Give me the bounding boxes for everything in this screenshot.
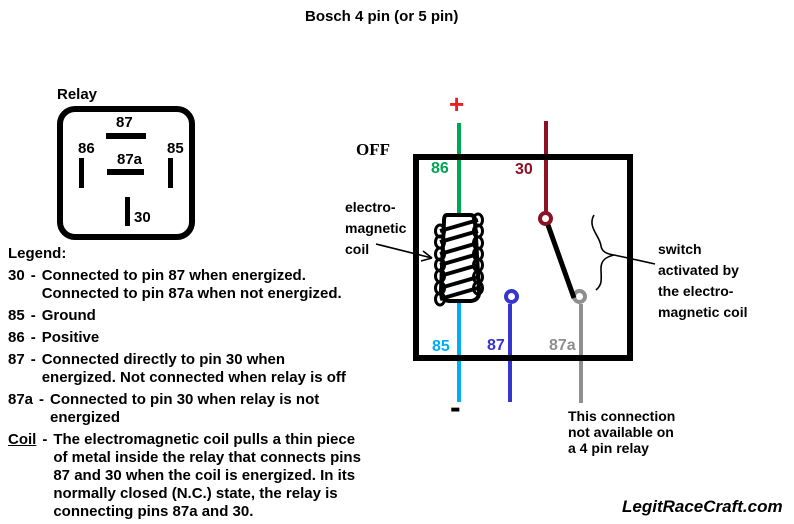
wire-86-positive [457, 123, 461, 215]
legend-item-dash: - [42, 431, 48, 448]
legend-item-85: 85 - Ground [8, 307, 428, 325]
plus-sign: + [449, 89, 465, 119]
schematic-pin-85-label: 85 [432, 338, 450, 355]
legend-item-30: 30 - Connected to pin 87 when energized.… [8, 267, 428, 303]
legend-item-text: Positive [41, 329, 100, 346]
legend-heading: Legend: [8, 245, 67, 262]
schematic-pin-87-label: 87 [487, 337, 505, 354]
switch-note: switch activated by the electro- magneti… [658, 241, 748, 320]
relay-body-box [413, 154, 633, 361]
connection-note: This connection not available on a 4 pin… [568, 408, 676, 456]
pinout-pin-87a-label: 87a [117, 151, 143, 168]
pinout-pin-87-label: 87 [116, 114, 133, 131]
legend-item-87a: 87a - Connected to pin 30 when relay is … [8, 391, 428, 427]
schematic-pin-30-label: 30 [515, 161, 533, 178]
legend-item-text: The electromagnetic coil pulls a thin pi… [53, 431, 361, 520]
pinout-pin-86-blade [79, 158, 84, 188]
minus-sign: - [450, 389, 461, 425]
relay-pinout-box [57, 106, 195, 240]
pinout-pin-30-label: 30 [134, 209, 151, 226]
legend-item-label: 85 [8, 307, 25, 324]
legend-item-dash: - [30, 351, 36, 368]
wire-87a-output [579, 304, 583, 403]
pinout-pin-85-blade [168, 158, 173, 188]
legend-item-text: Connected to pin 30 when relay is not en… [50, 391, 320, 426]
legend-item-86: 86 - Positive [8, 329, 428, 347]
legend: Legend: 30 - Connected to pin 87 when en… [8, 245, 428, 524]
legend-item-label: Coil [8, 431, 37, 448]
legend-item-dash: - [30, 329, 36, 346]
legend-item-coil: Coil - The electromagnetic coil pulls a … [8, 431, 428, 521]
pinout-pin-86-label: 86 [78, 140, 95, 157]
legend-item-label: 86 [8, 329, 25, 346]
pinout-pin-87a-blade [107, 169, 144, 175]
wire-87-output [508, 304, 512, 402]
brand-watermark: LegitRaceCraft.com [622, 497, 783, 516]
legend-item-text: Ground [41, 307, 96, 324]
legend-item-label: 30 [8, 267, 25, 284]
legend-item-dash: - [30, 307, 36, 324]
legend-item-label: 87 [8, 351, 25, 368]
schematic-pin-87a-label: 87a [549, 337, 576, 354]
legend-item-text: Connected to pin 87 when energized. Conn… [41, 267, 342, 302]
relay-state-label: OFF [356, 140, 390, 159]
page-title: Bosch 4 pin (or 5 pin) [305, 8, 459, 25]
relay-pinout-label: Relay [57, 86, 98, 103]
legend-item-text: Connected directly to pin 30 when energi… [41, 351, 346, 386]
schematic-pin-86-label: 86 [431, 160, 449, 177]
wire-30-supply [544, 121, 548, 212]
legend-item-87: 87 - Connected directly to pin 30 when e… [8, 351, 428, 387]
pinout-pin-85-label: 85 [167, 140, 184, 157]
contact-circle-87 [504, 289, 519, 304]
legend-item-dash: - [39, 391, 45, 408]
pinout-pin-30-blade [125, 197, 130, 226]
wire-85-ground [457, 303, 461, 402]
coil-callout: electro- magnetic coil [345, 199, 407, 257]
pinout-pin-87-blade [106, 133, 146, 139]
legend-item-dash: - [30, 267, 36, 284]
contact-circle-30 [538, 211, 553, 226]
legend-item-label: 87a [8, 391, 34, 408]
